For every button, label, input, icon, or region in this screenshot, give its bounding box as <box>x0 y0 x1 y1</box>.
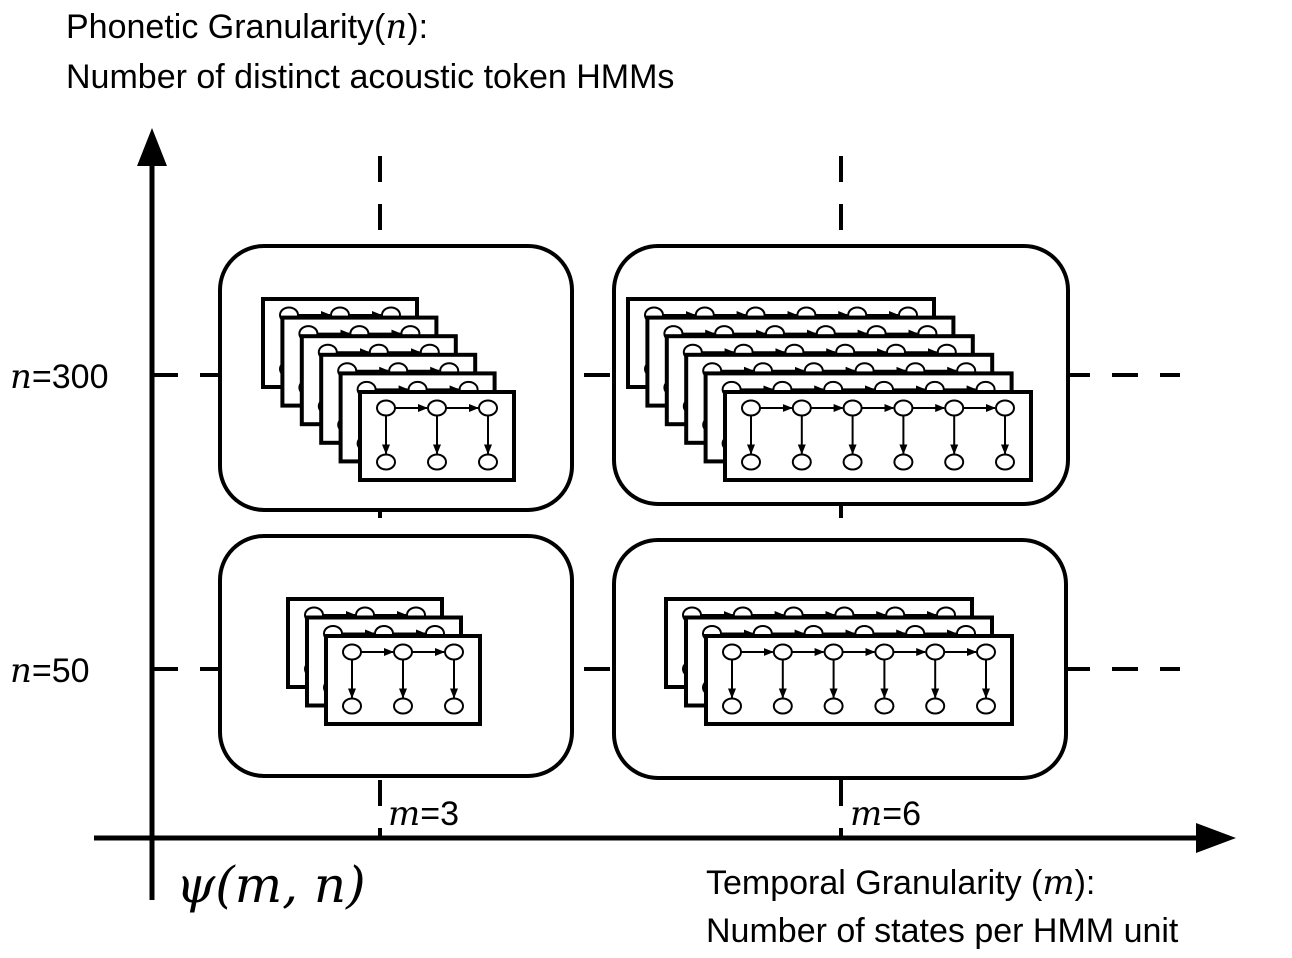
observation-node <box>944 453 965 471</box>
cell-m3-n50-card-stack <box>286 597 482 726</box>
observation-node <box>842 453 863 471</box>
observation-node <box>925 697 946 715</box>
hmm-card <box>704 634 1014 726</box>
hidden-state-node <box>976 643 996 661</box>
hmm-card <box>358 390 516 482</box>
x-axis-title-line2: Number of states per HMM unit <box>706 912 1179 950</box>
hidden-state-node <box>376 399 396 417</box>
hidden-state-node <box>444 643 464 661</box>
observation-node <box>995 453 1015 471</box>
hidden-state-node <box>393 643 413 661</box>
hidden-state-node <box>823 643 844 661</box>
y-axis-title-line1: Phonetic Granularity(n): <box>66 7 428 47</box>
observation-node <box>444 697 464 715</box>
observation-node <box>874 697 895 715</box>
x-axis-title-line1: Temporal Granularity (m): <box>706 863 1095 903</box>
hmm-card-frame <box>704 634 1014 726</box>
observation-node <box>427 453 447 471</box>
cell-m3-n300-card-stack <box>261 297 516 482</box>
cell-m6-n50-card-stack <box>664 597 1014 726</box>
hmm-card <box>324 634 482 726</box>
hmm-card <box>723 390 1033 482</box>
cell-m6-n300-card-stack <box>626 297 1033 482</box>
observation-node <box>478 453 498 471</box>
hidden-state-node <box>722 643 742 661</box>
hidden-state-node <box>791 399 812 417</box>
hidden-state-node <box>893 399 914 417</box>
hmm-card-frame <box>723 390 1033 482</box>
hmm-card-stacks <box>261 297 1033 726</box>
y-tick-n50: n=50 <box>10 651 90 691</box>
hidden-state-node <box>427 399 447 417</box>
hidden-state-node <box>342 643 362 661</box>
y-axis-title-line2: Number of distinct acoustic token HMMs <box>66 58 674 96</box>
hidden-state-node <box>741 399 761 417</box>
observation-node <box>741 453 761 471</box>
hidden-state-node <box>944 399 965 417</box>
x-tick-m6: m=6 <box>850 794 921 834</box>
hidden-state-node <box>995 399 1015 417</box>
observation-node <box>791 453 812 471</box>
observation-node <box>342 697 362 715</box>
y-axis-arrowhead <box>137 128 167 166</box>
hidden-state-node <box>772 643 793 661</box>
observation-node <box>772 697 793 715</box>
observation-node <box>722 697 742 715</box>
observation-node <box>376 453 396 471</box>
y-tick-n300: n=300 <box>10 357 109 397</box>
observation-node <box>893 453 914 471</box>
x-axis-arrowhead <box>1196 823 1236 853</box>
hidden-state-node <box>478 399 498 417</box>
x-tick-m3: m=3 <box>388 794 459 834</box>
function-label: ψ(m, n) <box>176 856 366 914</box>
observation-node <box>823 697 844 715</box>
hidden-state-node <box>874 643 895 661</box>
observation-node <box>976 697 996 715</box>
observation-node <box>393 697 413 715</box>
hidden-state-node <box>842 399 863 417</box>
hidden-state-node <box>925 643 946 661</box>
